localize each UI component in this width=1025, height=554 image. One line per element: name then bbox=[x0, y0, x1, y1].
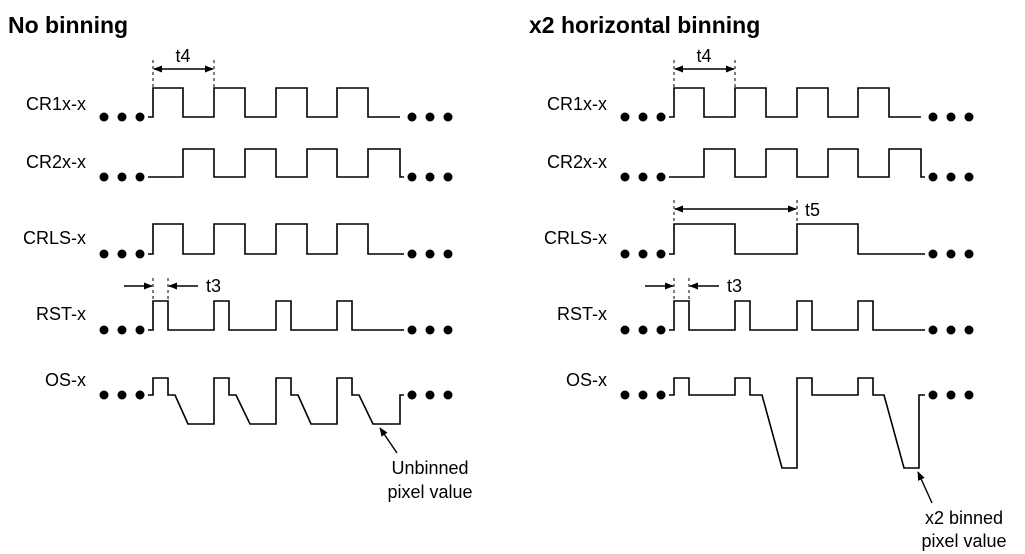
ellipsis-dots bbox=[620, 112, 974, 400]
waveform-crls bbox=[669, 223, 925, 255]
t3-label: t3 bbox=[206, 276, 221, 296]
signal-label-cr2: CR2x-x bbox=[26, 152, 86, 172]
right-panel: x2 horizontal binning CR1x-x CR2x-x CRLS… bbox=[529, 12, 1007, 551]
signal-label-cr1: CR1x-x bbox=[547, 94, 607, 114]
annotation-line2: pixel value bbox=[921, 531, 1006, 551]
signal-label-os: OS-x bbox=[566, 370, 607, 390]
signal-label-crls: CRLS-x bbox=[544, 228, 607, 248]
waveform-cr2 bbox=[148, 148, 404, 178]
waveform-rst bbox=[669, 300, 925, 331]
signal-label-rst: RST-x bbox=[36, 304, 86, 324]
t3-label: t3 bbox=[727, 276, 742, 296]
signal-label-cr1: CR1x-x bbox=[26, 94, 86, 114]
annotation-line1: Unbinned bbox=[391, 458, 468, 478]
waveform-cr1 bbox=[148, 87, 400, 118]
binned-pointer-arrow bbox=[917, 471, 933, 504]
ellipsis-dots bbox=[99, 112, 453, 400]
signal-label-crls: CRLS-x bbox=[23, 228, 86, 248]
waveform-crls bbox=[148, 223, 404, 255]
right-panel-title: x2 horizontal binning bbox=[529, 12, 760, 38]
waveform-os bbox=[148, 377, 404, 425]
t4-label: t4 bbox=[696, 46, 711, 66]
signal-label-os: OS-x bbox=[45, 370, 86, 390]
annotation-line1: x2 binned bbox=[925, 508, 1003, 528]
waveform-cr2 bbox=[669, 148, 925, 178]
left-panel-title: No binning bbox=[8, 12, 128, 38]
t4-label: t4 bbox=[175, 46, 190, 66]
left-panel: No binning CR1x-x CR2x-x CRLS-x RST-x OS… bbox=[8, 12, 473, 502]
annotation-line2: pixel value bbox=[387, 482, 472, 502]
t5-label: t5 bbox=[805, 200, 820, 220]
signal-label-cr2: CR2x-x bbox=[547, 152, 607, 172]
waveform-cr1 bbox=[669, 87, 921, 118]
signal-label-rst: RST-x bbox=[557, 304, 607, 324]
waveform-os bbox=[669, 377, 925, 469]
unbinned-pointer-arrow bbox=[379, 427, 398, 454]
waveform-rst bbox=[148, 300, 404, 331]
